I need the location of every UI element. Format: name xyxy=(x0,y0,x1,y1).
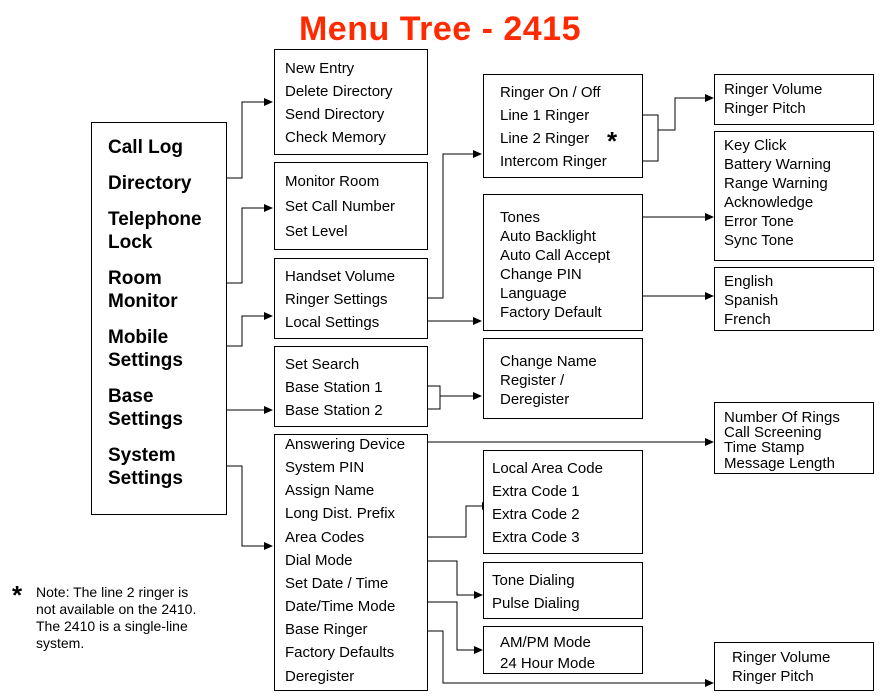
room-monitor-menu-box: Monitor Room Set Call Number Set Level xyxy=(274,162,428,250)
ringer-settings-menu-box: Ringer On / Off Line 1 Ringer Line 2 Rin… xyxy=(483,74,643,178)
menu-item: Ringer Pitch xyxy=(732,668,814,685)
menu-item: Deregister xyxy=(285,668,355,685)
mobile-settings-menu-box: Handset Volume Ringer Settings Local Set… xyxy=(274,258,428,339)
menu-item: Extra Code 1 xyxy=(492,483,580,500)
menu-item: Line 1 Ringer xyxy=(500,107,590,124)
menu-item: Number Of Rings xyxy=(724,409,840,426)
menu-item: Acknowledge xyxy=(724,194,814,211)
menu-item: Local Area Code xyxy=(492,460,603,477)
local-settings-menu-box: Tones Auto Backlight Auto Call Accept Ch… xyxy=(483,194,643,331)
menu-item: Monitor Room xyxy=(285,173,380,190)
answering-device-menu-box: Number Of Rings Call Screening Time Stam… xyxy=(714,402,874,474)
main-menu-item: Base xyxy=(108,386,154,407)
menu-item: Dial Mode xyxy=(285,552,353,569)
main-menu-box: Call Log Directory Telephone Lock Room M… xyxy=(91,122,227,515)
menu-item: Pulse Dialing xyxy=(492,595,580,612)
menu-item: Base Station 1 xyxy=(285,379,383,396)
menu-item: Line 2 Ringer xyxy=(500,130,590,147)
main-menu-item: Settings xyxy=(108,468,183,489)
menu-item: English xyxy=(724,273,774,290)
menu-item: Ringer Pitch xyxy=(724,100,806,117)
menu-item: Date/Time Mode xyxy=(285,598,396,615)
ringer-volume-pitch-box: Ringer Volume Ringer Pitch xyxy=(714,74,874,125)
note-line: Note: The line 2 ringer is xyxy=(36,584,189,600)
note-line: not available on the 2410. xyxy=(36,601,197,617)
main-menu-item: Settings xyxy=(108,350,183,371)
menu-item: Range Warning xyxy=(724,175,828,192)
menu-item: Long Dist. Prefix xyxy=(285,505,396,522)
page-title: Menu Tree - 2415 xyxy=(298,10,581,48)
footnote-star: * xyxy=(607,126,618,156)
menu-item: Intercom Ringer xyxy=(500,153,607,170)
menu-item: Auto Backlight xyxy=(500,228,596,245)
menu-item: Ringer Volume xyxy=(724,81,823,98)
menu-item: Ringer Settings xyxy=(285,291,388,308)
note-star: * xyxy=(12,580,23,610)
main-menu-item: Directory xyxy=(108,173,192,194)
menu-item: Delete Directory xyxy=(285,83,393,100)
menu-item: Tones xyxy=(500,209,541,226)
system-settings-menu-box: Answering Device System PIN Assign Name … xyxy=(274,434,428,691)
menu-item: Extra Code 2 xyxy=(492,506,580,523)
main-menu-item: System xyxy=(108,445,176,466)
main-menu-item: Mobile xyxy=(108,327,169,348)
base-settings-menu-box: Set Search Base Station 1 Base Station 2 xyxy=(274,346,428,427)
menu-item: Time Stamp xyxy=(724,439,805,456)
menu-item: Base Station 2 xyxy=(285,402,383,419)
area-codes-menu-box: Local Area Code Extra Code 1 Extra Code … xyxy=(483,450,643,554)
main-menu-item: Telephone xyxy=(108,209,202,230)
base-station-menu-box: Change Name Register / Deregister xyxy=(483,338,643,419)
menu-item: Factory Default xyxy=(500,304,602,321)
dial-mode-menu-box: Tone Dialing Pulse Dialing xyxy=(483,562,643,619)
main-menu-item: Room xyxy=(108,268,162,289)
menu-item: Set Search xyxy=(285,356,360,373)
menu-item: Deregister xyxy=(500,391,570,408)
menu-item: Handset Volume xyxy=(285,268,396,285)
menu-item: Sync Tone xyxy=(724,232,794,249)
menu-item: Change Name xyxy=(500,353,597,370)
base-ringer-menu-box: Ringer Volume Ringer Pitch xyxy=(714,642,874,691)
menu-item: AM/PM Mode xyxy=(500,634,591,651)
menu-item: French xyxy=(724,311,771,328)
menu-item: Send Directory xyxy=(285,106,385,123)
menu-item: Change PIN xyxy=(500,266,582,283)
main-menu-item: Lock xyxy=(108,232,153,253)
tones-menu-box: Key Click Battery Warning Range Warning … xyxy=(714,131,874,261)
main-menu-item: Monitor xyxy=(108,291,178,312)
note-line: system. xyxy=(36,635,85,651)
menu-item: Base Ringer xyxy=(285,621,368,638)
main-menu-item: Call Log xyxy=(108,137,183,158)
menu-item: Message Length xyxy=(724,455,835,472)
menu-item: Call Screening xyxy=(724,424,822,441)
menu-item: Auto Call Accept xyxy=(500,247,611,264)
menu-item: Set Date / Time xyxy=(285,575,389,592)
menu-item: Set Call Number xyxy=(285,198,396,215)
menu-item: Ringer On / Off xyxy=(500,84,601,101)
menu-item: Key Click xyxy=(724,137,787,154)
directory-menu-box: New Entry Delete Directory Send Director… xyxy=(274,49,428,155)
menu-item: 24 Hour Mode xyxy=(500,655,596,672)
menu-item: Battery Warning xyxy=(724,156,831,173)
menu-item: Language xyxy=(500,285,567,302)
menu-item: Factory Defaults xyxy=(285,644,395,661)
menu-item: Error Tone xyxy=(724,213,794,230)
menu-item: Area Codes xyxy=(285,529,365,546)
menu-item: Register / xyxy=(500,372,565,389)
menu-item: Tone Dialing xyxy=(492,572,575,589)
menu-item: Answering Device xyxy=(285,436,406,453)
language-menu-box: English Spanish French xyxy=(714,267,874,331)
menu-item: Extra Code 3 xyxy=(492,529,580,546)
menu-item: Ringer Volume xyxy=(732,649,831,666)
menu-item: Check Memory xyxy=(285,129,386,146)
menu-item: Spanish xyxy=(724,292,779,309)
main-menu-item: Settings xyxy=(108,409,183,430)
menu-item: New Entry xyxy=(285,60,355,77)
menu-item: System PIN xyxy=(285,459,365,476)
note-line: The 2410 is a single-line xyxy=(36,618,188,634)
menu-item: Assign Name xyxy=(285,482,375,499)
time-mode-menu-box: AM/PM Mode 24 Hour Mode xyxy=(483,626,643,674)
menu-item: Set Level xyxy=(285,223,348,240)
menu-item: Local Settings xyxy=(285,314,380,331)
